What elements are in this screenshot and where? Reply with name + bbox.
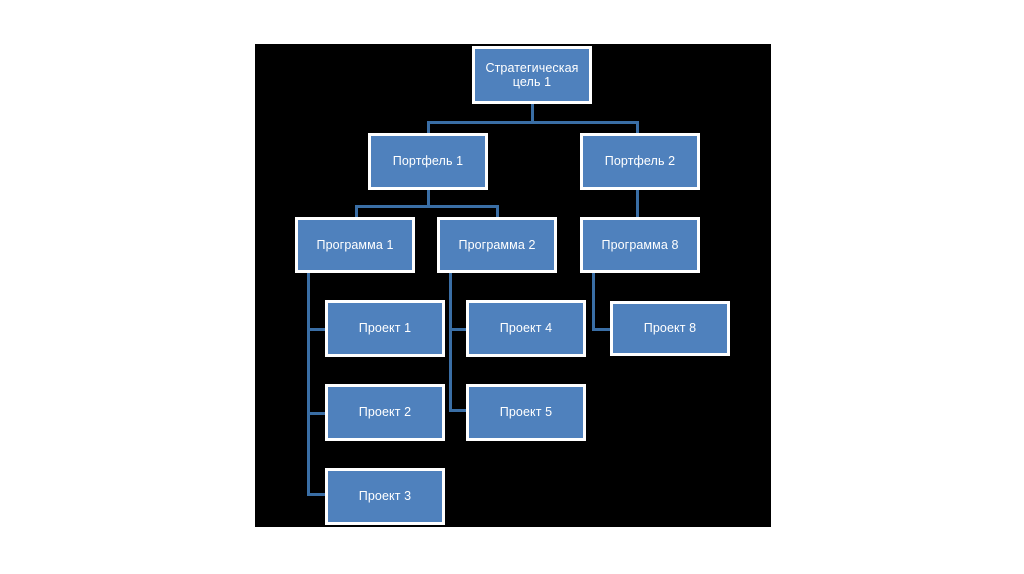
connector-goal1-bus	[427, 121, 639, 124]
connector-program2-trunk	[449, 273, 452, 412]
connector-program2-to-project4	[449, 328, 468, 331]
connector-portfolio1-bus	[355, 205, 499, 208]
connector-goal1-to-portfolio1	[427, 121, 430, 133]
node-portfolio-1[interactable]: Портфель 1	[368, 133, 488, 190]
connector-goal1-stem	[531, 104, 534, 123]
node-strategic-goal-1[interactable]: Стратегическая цель 1	[472, 46, 592, 104]
connector-program8-trunk	[592, 273, 595, 331]
connector-goal1-to-portfolio2	[636, 121, 639, 133]
diagram-canvas: Стратегическая цель 1 Портфель 1 Портфел…	[255, 44, 771, 527]
connector-portfolio2-to-program8	[636, 190, 639, 218]
connector-portfolio1-to-program2	[496, 205, 499, 218]
node-project-2[interactable]: Проект 2	[325, 384, 445, 441]
connector-program1-to-project1	[307, 328, 328, 331]
node-project-8[interactable]: Проект 8	[610, 301, 730, 356]
node-program-2[interactable]: Программа 2	[437, 217, 557, 273]
connector-portfolio1-stem	[427, 190, 430, 207]
node-project-5[interactable]: Проект 5	[466, 384, 586, 441]
node-project-4[interactable]: Проект 4	[466, 300, 586, 357]
node-project-1[interactable]: Проект 1	[325, 300, 445, 357]
connector-program8-to-project8	[592, 328, 613, 331]
connector-program1-trunk	[307, 273, 310, 496]
connector-program2-to-project5	[449, 409, 468, 412]
connector-program1-to-project3	[307, 493, 328, 496]
node-portfolio-2[interactable]: Портфель 2	[580, 133, 700, 190]
connector-portfolio1-to-program1	[355, 205, 358, 218]
connector-program1-to-project2	[307, 412, 328, 415]
node-project-3[interactable]: Проект 3	[325, 468, 445, 525]
node-program-1[interactable]: Программа 1	[295, 217, 415, 273]
node-program-8[interactable]: Программа 8	[580, 217, 700, 273]
